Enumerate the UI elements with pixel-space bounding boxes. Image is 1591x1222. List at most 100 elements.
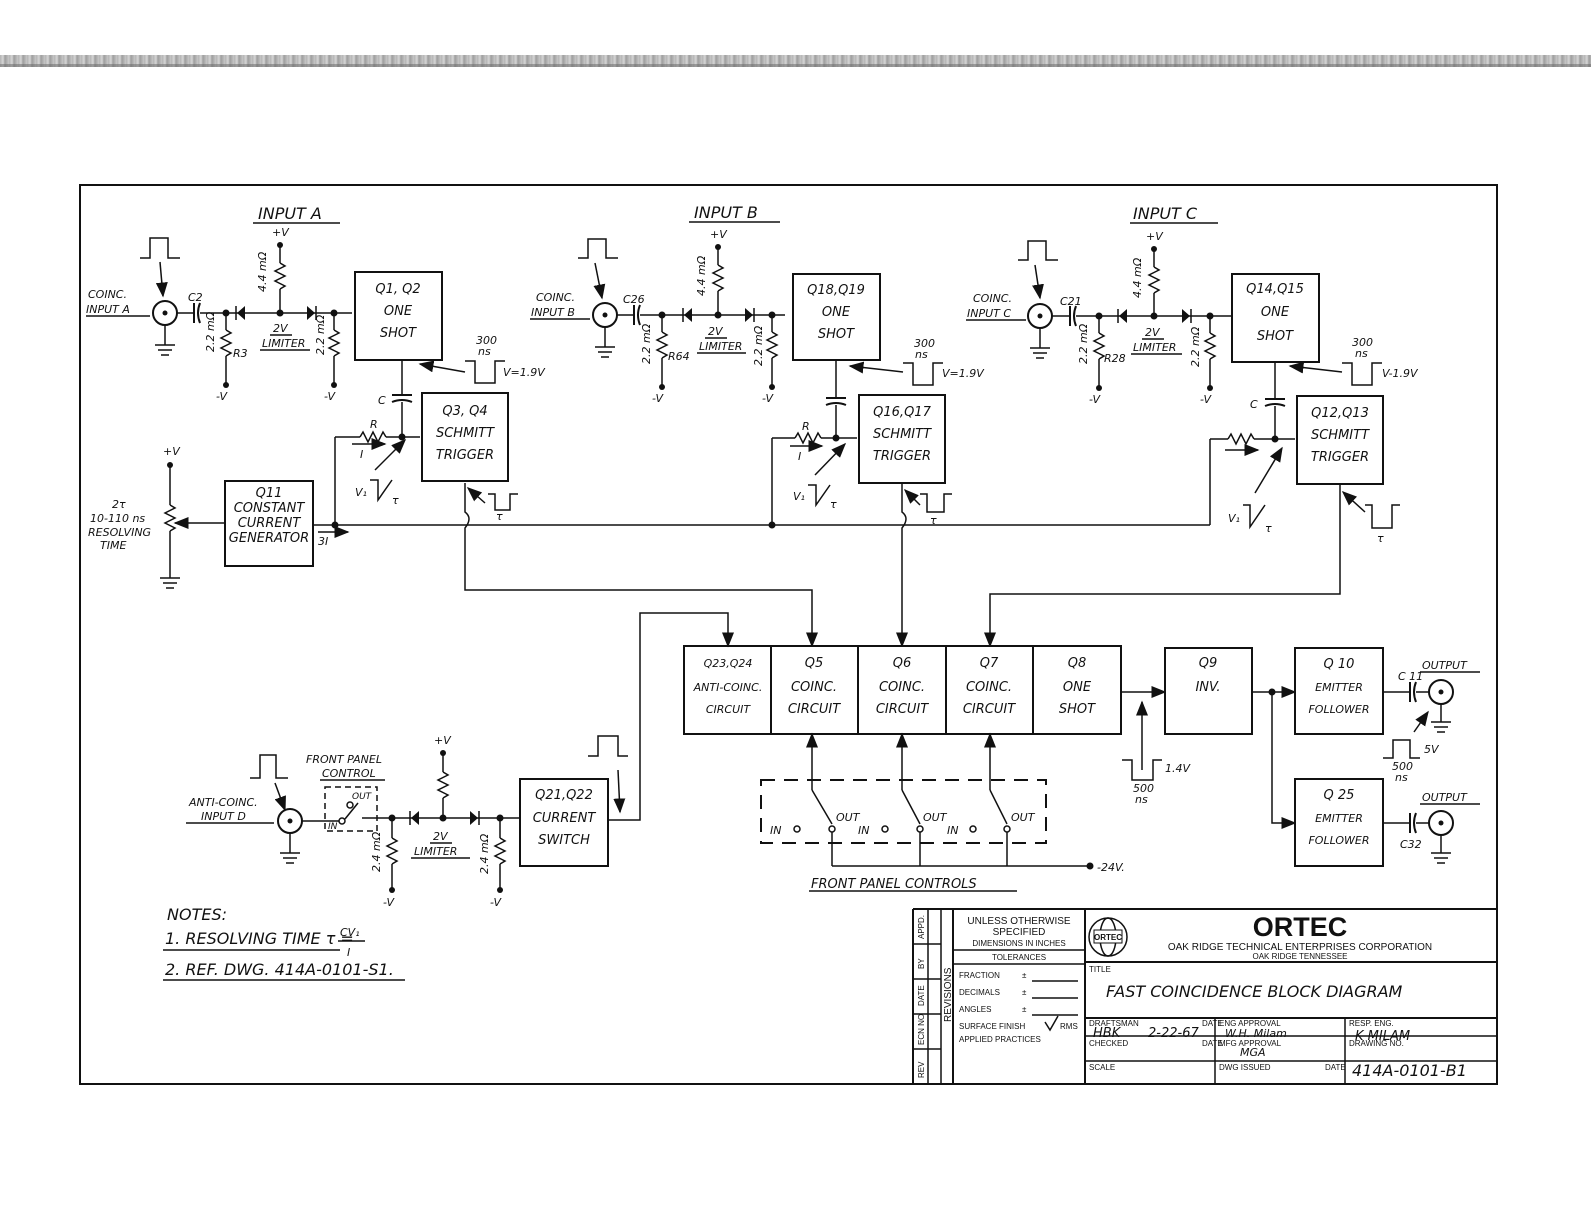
resistor-value: 2.4 mΩ <box>478 833 491 874</box>
pulse-unit-label: ns <box>915 348 928 361</box>
capacitor-label: C21 <box>1060 295 1082 308</box>
block-label: COINC. <box>879 680 925 695</box>
scan-border-line <box>0 64 1591 67</box>
field-label: CHECKED <box>1089 1039 1128 1048</box>
note-2: 2. REF. DWG. 414A-0101-S1. <box>165 960 394 979</box>
output-label: OUTPUT <box>1422 791 1468 804</box>
field-label: DRAFTSMAN <box>1089 1019 1139 1028</box>
block-label: INV. <box>1195 680 1220 695</box>
company-name: ORTEC <box>1253 912 1348 942</box>
title-block: APPD. BY DATE ECN NO REV REVISIONS UNLES… <box>912 908 1497 1084</box>
pulse-voltage-label: V-1.9V <box>1382 367 1419 380</box>
coinc-block-row: Q23,Q24 ANTI-COINC. CIRCUIT Q5 COINC. CI… <box>683 645 1122 735</box>
current-label: I <box>798 450 801 463</box>
input-pulse-icon <box>250 754 288 779</box>
notes-title: NOTES: <box>167 905 227 924</box>
block-q16q17-schmitt-trigger: Q16,Q17 SCHMITT TRIGGER <box>858 394 946 484</box>
field-label: MFG APPROVAL <box>1219 1039 1282 1048</box>
pulse-unit-label: ns <box>1135 793 1148 806</box>
pulse-width-label: 500 <box>1133 782 1154 795</box>
limiter-label: LIMITER <box>1133 341 1176 354</box>
block-label: Q14,Q15 <box>1246 282 1304 297</box>
input-d-section: ANTI-COINC. INPUT D FRONT PANEL CONTROL … <box>186 734 520 909</box>
switch-in-label: IN <box>858 824 869 837</box>
block-q11-constant-current-generator: Q11 CONSTANT CURRENT GENERATOR <box>224 480 314 567</box>
supply-label: -V <box>216 390 229 403</box>
resistor-value: 2.2 mΩ <box>1189 326 1202 367</box>
tolerance-heading: TOLERANCES <box>992 953 1046 962</box>
block-label: ONE <box>822 305 851 320</box>
block-label: Q18,Q19 <box>807 283 865 298</box>
signal-wire <box>984 484 1341 648</box>
resistor-value: 4.4 mΩ <box>256 251 269 292</box>
pulse-voltage-label: V=1.9V <box>942 367 985 380</box>
connector-label: ANTI-COINC. <box>188 796 258 809</box>
block-label: SHOT <box>1059 702 1096 717</box>
tolerance-pm: ± <box>1022 988 1027 997</box>
supply-label: +V <box>710 228 728 241</box>
resistor-value: 2.2 mΩ <box>640 323 653 364</box>
rev-column-label: ECN NO <box>917 1014 926 1045</box>
supply-label: -V <box>1089 393 1102 406</box>
block-q25-emitter-follower: Q 25 EMITTER FOLLOWER <box>1294 778 1384 867</box>
input-c-title: INPUT C <box>1133 204 1198 223</box>
block-label: TRIGGER <box>1311 450 1369 465</box>
rev-column-label: BY <box>917 958 926 969</box>
block-label: Q7 <box>980 656 999 671</box>
block-label: ANTI-COINC. <box>693 681 763 694</box>
resp-eng-value: K MILAM <box>1355 1029 1410 1044</box>
mfg-approval-signature: MGA <box>1240 1046 1266 1059</box>
draft-date-value: 2-22-67 <box>1148 1026 1199 1041</box>
voltage-label: V₁ <box>793 490 805 503</box>
switch-in-label: IN <box>328 822 338 832</box>
block-label: SHOT <box>818 327 855 342</box>
block-q23q24-anti-coinc <box>683 645 772 735</box>
resistor-label: R <box>802 420 810 433</box>
company-location: OAK RIDGE TENNESSEE <box>1253 952 1348 961</box>
switch-in-label: IN <box>947 824 958 837</box>
tau-label: τ <box>1377 532 1384 545</box>
connector-label: INPUT D <box>201 810 246 823</box>
resistor-value: 4.4 mΩ <box>1131 257 1144 298</box>
current-label: I <box>360 448 363 461</box>
output-label: OUTPUT <box>1422 659 1468 672</box>
capacitor-label: C26 <box>623 293 645 306</box>
check-mark-icon <box>1044 1015 1059 1032</box>
tau-label: τ <box>496 510 503 523</box>
block-label: GENERATOR <box>229 531 309 546</box>
block-label: Q21,Q22 <box>535 788 593 803</box>
switch-out-label: OUT <box>836 811 861 824</box>
supply-label: +V <box>434 734 452 747</box>
block-label: SCHMITT <box>1311 428 1370 443</box>
supply-label: -24V. <box>1097 861 1125 874</box>
block-label: Q8 <box>1068 656 1087 671</box>
supply-label: +V <box>272 226 290 239</box>
pulse-unit-label: ns <box>1395 771 1408 784</box>
rev-column-label: APPD. <box>917 915 926 939</box>
block-label: Q 25 <box>1324 788 1355 803</box>
field-label: DATE <box>1202 1019 1223 1028</box>
capacitor-label: C <box>378 394 386 407</box>
limiter-label: LIMITER <box>262 337 305 350</box>
note-1-denominator: I <box>347 946 350 959</box>
field-label: DRAWING NO. <box>1349 1039 1404 1048</box>
tau-label: τ <box>392 494 399 507</box>
block-q6-coinc <box>857 645 947 735</box>
input-b-section: INPUT B COINC. INPUT B C26 -V 2.2 mΩ R64… <box>530 203 785 405</box>
front-panel-control-label: FRONT PANEL <box>306 753 382 766</box>
supply-label: +V <box>163 445 181 458</box>
input-pulse-icon <box>578 238 618 259</box>
resistor-value: 2.2 mΩ <box>752 325 765 366</box>
connector-label: COINC. <box>973 292 1012 305</box>
resistor-value: 2.2 mΩ <box>204 311 217 352</box>
block-label: CONSTANT <box>234 501 306 516</box>
field-label: DATE <box>1202 1039 1223 1048</box>
field-label: RESP. ENG. <box>1349 1019 1394 1028</box>
block-label: Q 10 <box>1324 657 1355 672</box>
rev-column-label: REV <box>917 1061 926 1078</box>
block-label: ONE <box>1261 305 1290 320</box>
pulse-width-label: 500 <box>1392 760 1413 773</box>
supply-label: -V <box>383 896 396 909</box>
tolerance-rms: RMS <box>1060 1022 1078 1031</box>
rev-column-label: DATE <box>917 985 926 1006</box>
